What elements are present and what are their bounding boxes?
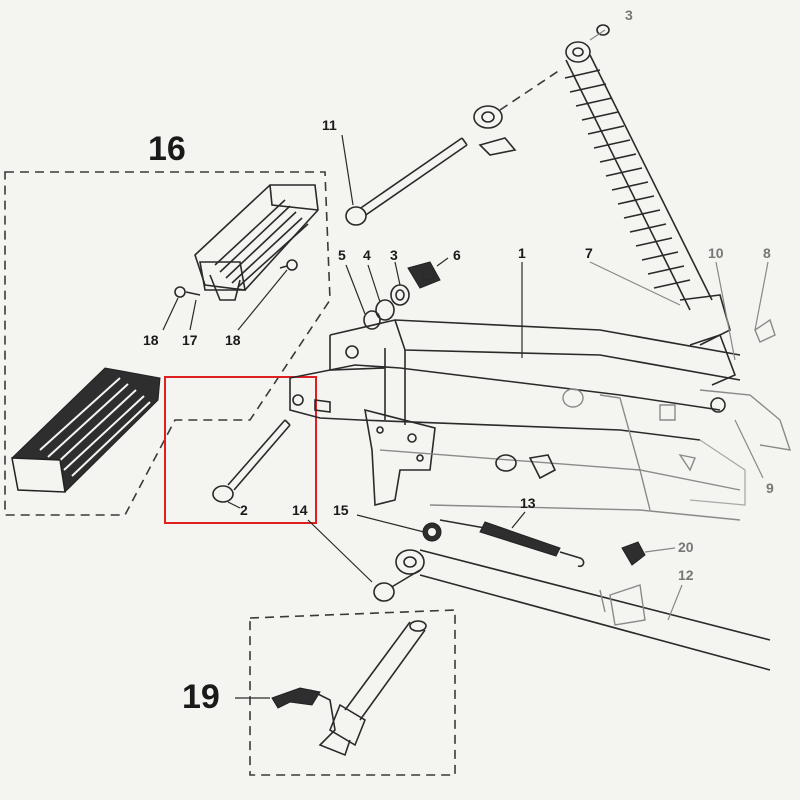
side-stand <box>271 620 427 757</box>
callout-labels: 16 19 1 2 3 3 4 5 6 7 8 9 10 11 12 13 14… <box>143 7 774 716</box>
footrest-clip-parts <box>174 259 298 298</box>
label-part-20: 20 <box>678 539 694 555</box>
bushing-washer-stack <box>363 261 441 330</box>
label-part-9: 9 <box>766 480 774 496</box>
label-part-3: 3 <box>390 247 398 263</box>
label-part-18-right: 18 <box>225 332 241 348</box>
highlight-box <box>164 376 317 524</box>
label-part-15: 15 <box>333 502 349 518</box>
label-part-14: 14 <box>292 502 308 518</box>
rubber-stop <box>621 541 646 566</box>
stand-spring <box>439 519 585 568</box>
label-part-7: 7 <box>585 245 593 261</box>
label-part-18-left: 18 <box>143 332 159 348</box>
label-part-4: 4 <box>363 247 371 263</box>
label-part-17: 17 <box>182 332 198 348</box>
shock-absorber <box>564 24 776 413</box>
stand-bolt <box>373 569 421 602</box>
label-part-10: 10 <box>708 245 724 261</box>
side-stand-group-outline <box>249 609 456 776</box>
footrest-rubber-upper <box>194 184 319 301</box>
footrest-pin <box>212 419 291 503</box>
label-part-5: 5 <box>338 247 346 263</box>
label-part-2: 2 <box>240 502 248 518</box>
label-part-13: 13 <box>520 495 536 511</box>
swing-arm <box>289 319 792 521</box>
label-part-8: 8 <box>763 245 771 261</box>
label-group-19: 19 <box>182 678 220 716</box>
label-part-1: 1 <box>518 245 526 261</box>
long-bolt <box>345 137 468 226</box>
center-stand <box>395 549 771 671</box>
stand-nut <box>422 522 442 542</box>
label-part-11: 11 <box>322 117 337 133</box>
label-group-16: 16 <box>148 130 186 168</box>
footrest-group-outline <box>4 171 331 516</box>
label-part-12: 12 <box>678 567 694 583</box>
upper-mount-nut <box>473 69 561 156</box>
label-part-6: 6 <box>453 247 461 263</box>
label-part-3-top: 3 <box>625 7 633 23</box>
footrest-rubber-lower <box>11 367 161 493</box>
